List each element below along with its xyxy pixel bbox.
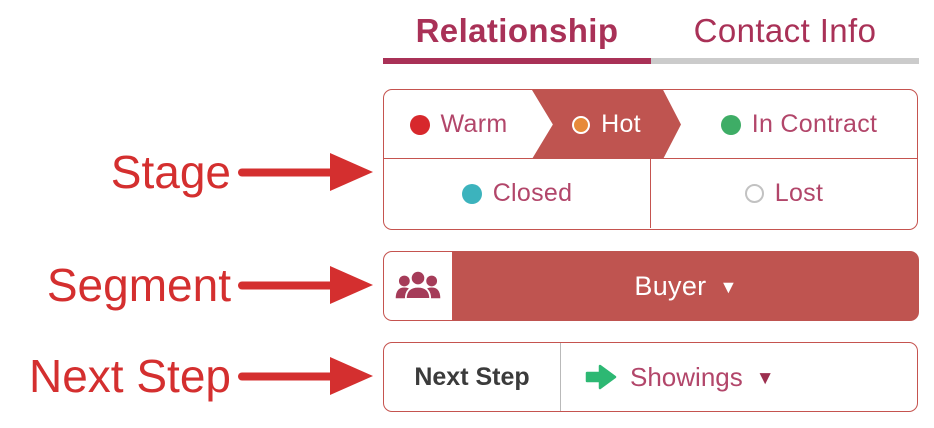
chevron-down-icon: ▼ <box>755 367 775 389</box>
segment-dropdown[interactable]: Buyer ▼ <box>453 251 919 321</box>
lost-status-dot-icon <box>744 184 764 203</box>
tab-relationship-label: Relationship <box>415 12 619 49</box>
chevron-down-icon: ▼ <box>719 277 738 297</box>
annotation-next-step-label: Next Step <box>29 350 231 402</box>
hot-status-dot-icon <box>572 115 591 134</box>
annotation-segment-label: Segment <box>46 259 231 311</box>
stage-option-closed-label: Closed <box>492 179 573 207</box>
stage-option-closed[interactable]: Closed <box>384 159 650 228</box>
stage-selector: Warm In Contract Hot Closed Lost <box>383 89 918 230</box>
people-group-icon <box>395 268 441 304</box>
stage-option-hot-selected[interactable]: Hot <box>532 90 681 159</box>
stage-row-2: Closed Lost <box>384 159 917 228</box>
stage-option-lost[interactable]: Lost <box>650 159 917 228</box>
annotation-segment: Segment <box>47 258 373 312</box>
next-step-row: Next Step Showings ▼ <box>383 342 918 412</box>
segment-selector: Buyer ▼ <box>383 251 919 321</box>
stage-option-lost-label: Lost <box>774 179 824 207</box>
annotation-stage: Stage <box>111 145 373 199</box>
in-contract-status-dot-icon <box>720 114 741 135</box>
stage-option-in-contract[interactable]: In Contract <box>681 90 917 159</box>
red-right-arrow-icon <box>238 357 373 395</box>
warm-status-dot-icon <box>409 114 430 135</box>
tab-contact-info-label: Contact Info <box>693 12 877 49</box>
annotation-next-step: Next Step <box>29 349 373 403</box>
segment-value-label: Buyer <box>634 270 707 301</box>
closed-status-dot-icon <box>461 183 482 204</box>
segment-icon-button[interactable] <box>383 251 453 321</box>
stage-option-warm[interactable]: Warm <box>384 90 533 159</box>
stage-option-warm-label: Warm <box>440 110 508 138</box>
annotation-stage-label: Stage <box>110 146 231 198</box>
tab-relationship[interactable]: Relationship <box>383 10 651 64</box>
stage-option-in-contract-label: In Contract <box>751 110 878 138</box>
tab-contact-info[interactable]: Contact Info <box>651 10 919 64</box>
stage-option-hot-label: Hot <box>601 110 641 138</box>
red-right-arrow-icon <box>238 266 373 304</box>
red-right-arrow-icon <box>238 153 373 191</box>
next-step-field-label: Next Step <box>384 343 561 411</box>
green-right-arrow-icon <box>585 363 617 391</box>
tab-bar: Relationship Contact Info <box>383 10 919 64</box>
next-step-dropdown[interactable]: Showings ▼ <box>561 343 917 411</box>
stage-row-1: Warm In Contract Hot <box>384 90 917 159</box>
next-step-value-label: Showings <box>630 361 743 392</box>
